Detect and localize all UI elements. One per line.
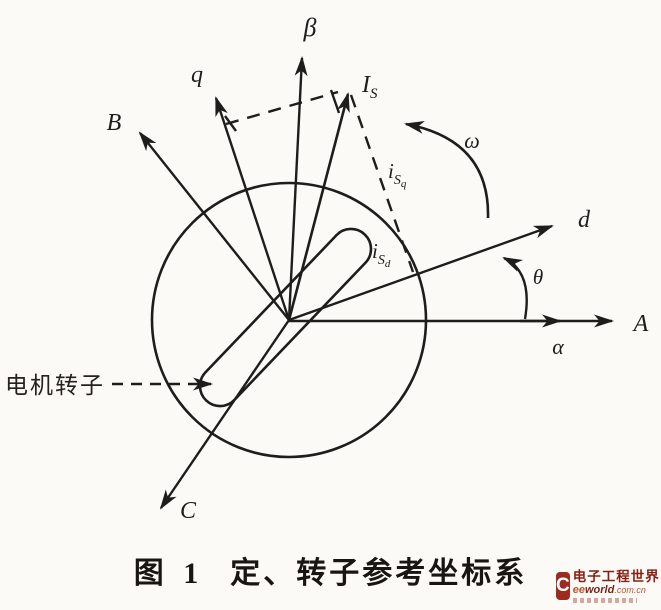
is-vector-label: IS	[361, 72, 378, 102]
rotor-text-label: 电机转子	[5, 373, 105, 398]
axis-q	[214, 96, 291, 321]
axis-d	[288, 224, 554, 322]
axis-C	[159, 319, 290, 510]
alpha-label: α	[552, 334, 564, 359]
B-label: B	[107, 110, 122, 136]
eeworld-watermark: C 电子工程世界 eeworld.com.cn	[556, 569, 660, 607]
omega-label: ω	[464, 128, 480, 153]
vector-is	[287, 92, 350, 321]
isd-component-label: iSd	[372, 239, 391, 270]
eeworld-site-url: eeworld.com.cn	[572, 583, 646, 596]
q-label: q	[191, 62, 203, 88]
theta-label: θ	[533, 265, 543, 289]
d-label: d	[578, 207, 591, 233]
figure-caption: 图 1 定、转子参考坐标系	[0, 548, 661, 592]
eeworld-logo-icon: C	[556, 572, 570, 600]
projection-onto-d	[349, 94, 415, 273]
figure-number: 图 1	[133, 557, 205, 590]
A-label: A	[632, 311, 649, 337]
right-angle-tick-q	[224, 115, 237, 132]
axis-B	[138, 131, 290, 321]
figure-title: 定、转子参考坐标系	[230, 557, 528, 590]
omega-arc	[404, 120, 490, 219]
eeworld-watermark-text: 电子工程世界 eeworld.com.cn	[572, 569, 660, 603]
projection-onto-q	[225, 90, 339, 126]
theta-arc	[502, 256, 528, 320]
eeworld-site-name: 电子工程世界	[572, 569, 660, 584]
right-angle-tick-is	[329, 89, 341, 114]
eeworld-tagline-strip	[572, 597, 637, 603]
isq-component-label: iSq	[388, 159, 407, 190]
C-label: C	[180, 498, 197, 524]
rotor-capsule	[198, 227, 373, 408]
beta-label: β	[303, 13, 317, 42]
